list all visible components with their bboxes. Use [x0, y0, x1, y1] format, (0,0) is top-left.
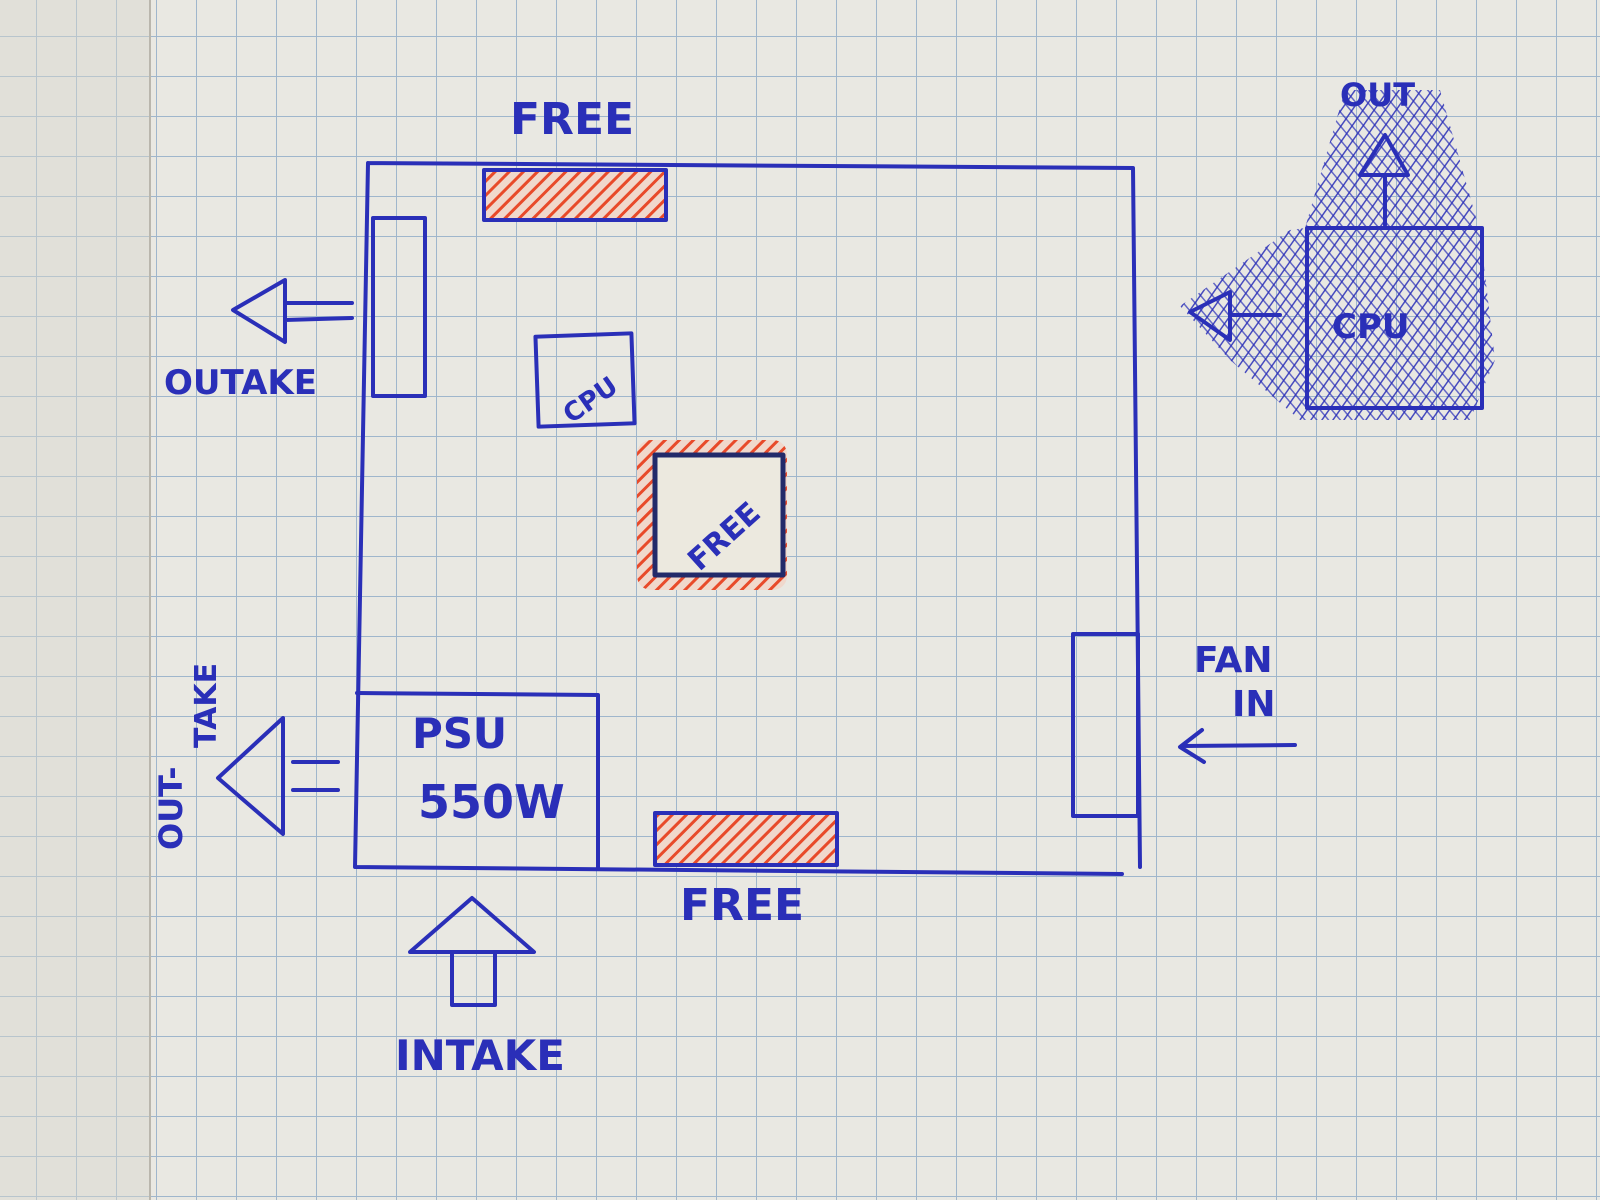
fan-in-label-line2: IN — [1232, 684, 1276, 725]
outtake-side-label-b: TAKE — [189, 663, 224, 748]
mini-cooler-sketch — [1180, 90, 1495, 420]
outtake-side-label-a: OUT- — [152, 766, 190, 850]
outtake-arrow-side — [216, 716, 340, 836]
right-intake-fan — [1071, 632, 1140, 818]
intake-label: INTAKE — [395, 1031, 565, 1080]
top-free-slot — [482, 168, 668, 222]
center-free-box — [652, 452, 786, 578]
bottom-free-slot — [653, 811, 839, 867]
outtake-arrow-top — [231, 278, 354, 344]
free-bottom-label: FREE — [680, 880, 804, 931]
psu-box — [355, 691, 600, 870]
cpu-box — [533, 331, 637, 429]
left-outtake-fan — [371, 216, 427, 398]
psu-label-line2: 550W — [418, 775, 565, 829]
outtake-top-label: OUTAKE — [164, 363, 317, 403]
psu-label-line1: PSU — [412, 709, 507, 758]
fan-in-arrow — [1178, 728, 1297, 764]
notebook-spine-shadow — [0, 0, 150, 1200]
fan-in-label-line1: FAN — [1194, 640, 1272, 681]
intake-arrow — [408, 896, 536, 1007]
mini-out-label: OUT — [1340, 76, 1415, 114]
free-top-label: FREE — [510, 94, 634, 145]
mini-cpu-label: CPU — [1332, 307, 1409, 347]
